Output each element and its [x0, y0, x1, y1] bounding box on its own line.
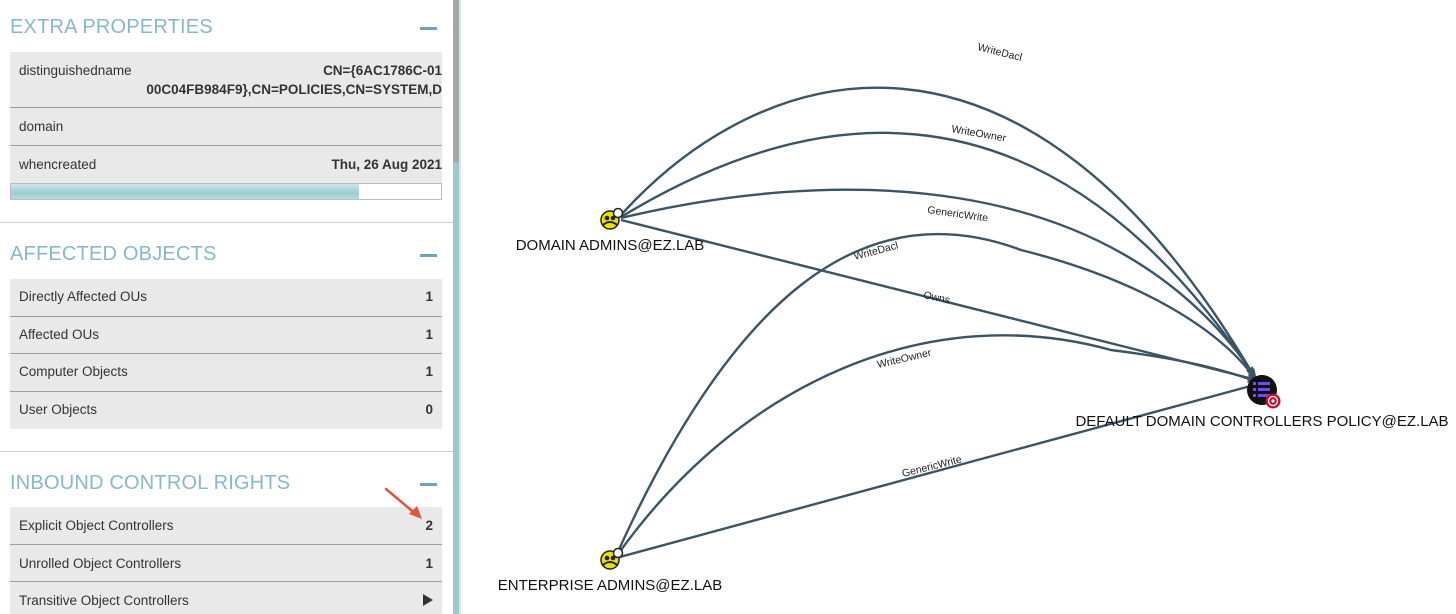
divider — [0, 222, 453, 223]
inbound-control-rights-header[interactable]: INBOUND CONTROL RIGHTS — [0, 456, 453, 502]
extra-properties-table: distinguishedname CN={6AC1786C-01 00C04F… — [10, 52, 442, 184]
property-label: distinguishedname — [19, 63, 132, 78]
scrollbar-thumb[interactable] — [11, 184, 360, 199]
highvalue-badge-icon — [612, 547, 624, 559]
row-label: Explicit Object Controllers — [19, 518, 174, 533]
edge-label: GenericWrite — [901, 453, 963, 479]
edge-label: Owns — [922, 289, 951, 306]
graph-edge[interactable] — [614, 334, 1259, 559]
group-node-domain-admins[interactable]: DOMAIN ADMINS@EZ.LAB — [516, 207, 705, 255]
collapse-icon[interactable] — [420, 27, 437, 30]
property-row: whencreated Thu, 26 Aug 2021 — [10, 146, 442, 184]
property-row: domain — [10, 108, 442, 146]
inbound-control-rights-table: Explicit Object Controllers 2 Unrolled O… — [10, 507, 442, 614]
row-label: Computer Objects — [19, 364, 128, 379]
affected-objects-header[interactable]: AFFECTED OBJECTS — [0, 227, 453, 273]
count-row[interactable]: Unrolled Object Controllers 1 — [10, 545, 442, 582]
graph-edge[interactable] — [614, 232, 1258, 558]
scrollbar-thumb[interactable] — [453, 0, 459, 162]
panel-edge — [459, 0, 461, 614]
gpo-node[interactable]: DEFAULT DOMAIN CONTROLLERS POLICY@EZ.LAB — [1075, 375, 1449, 430]
count-row[interactable]: Explicit Object Controllers 2 — [10, 507, 442, 545]
row-label: Directly Affected OUs — [19, 289, 148, 304]
row-count[interactable]: 1 — [425, 327, 433, 342]
highvalue-badge-icon — [612, 207, 624, 219]
row-label: Affected OUs — [19, 327, 100, 342]
collapse-icon[interactable] — [420, 483, 437, 486]
count-row[interactable]: Directly Affected OUs 1 — [10, 279, 442, 317]
count-row[interactable]: Transitive Object Controllers — [10, 582, 442, 614]
row-count[interactable]: 1 — [425, 556, 433, 571]
count-row[interactable]: User Objects 0 — [10, 392, 442, 429]
edges — [614, 86, 1260, 560]
node-label: ENTERPRISE ADMINS@EZ.LAB — [498, 577, 722, 594]
group-node-enterprise-admins[interactable]: ENTERPRISE ADMINS@EZ.LAB — [498, 547, 722, 595]
edge-label: WriteDacl — [976, 41, 1023, 64]
horizontal-scrollbar[interactable] — [10, 183, 442, 200]
count-row[interactable]: Computer Objects 1 — [10, 354, 442, 392]
section-title: AFFECTED OBJECTS — [10, 243, 217, 265]
graph-edge[interactable] — [619, 86, 1256, 378]
collapse-icon[interactable] — [420, 254, 437, 257]
row-count[interactable]: 0 — [425, 402, 433, 417]
node-label: DOMAIN ADMINS@EZ.LAB — [516, 237, 705, 254]
annotation-arrow-icon — [384, 487, 422, 519]
expand-arrow-icon[interactable] — [423, 594, 433, 606]
row-count[interactable]: 1 — [425, 289, 433, 304]
row-label: User Objects — [19, 402, 98, 417]
row-count[interactable]: 2 — [425, 518, 433, 533]
edge-label: WriteOwner — [876, 347, 933, 371]
affected-objects-table: Directly Affected OUs 1 Affected OUs 1 C… — [10, 279, 442, 429]
graph-canvas[interactable]: WriteDacl WriteOwner GenericWrite Owns W… — [461, 0, 1456, 614]
property-label: domain — [19, 119, 64, 134]
property-value-continued: 00C04FB984F9},CN=POLICIES,CN=SYSTEM,D — [146, 82, 442, 97]
vertical-scrollbar[interactable] — [453, 0, 459, 614]
property-row: distinguishedname CN={6AC1786C-01 00C04F… — [10, 52, 442, 108]
divider — [0, 451, 453, 452]
edge-label: GenericWrite — [927, 204, 989, 224]
row-label: Transitive Object Controllers — [19, 593, 189, 608]
graph-edge[interactable] — [619, 188, 1258, 380]
row-label: Unrolled Object Controllers — [19, 556, 182, 571]
node-label: DEFAULT DOMAIN CONTROLLERS POLICY@EZ.LAB — [1075, 413, 1448, 430]
edge-labels: WriteDacl WriteOwner GenericWrite Owns W… — [853, 41, 1023, 480]
section-title: INBOUND CONTROL RIGHTS — [10, 472, 291, 494]
extra-properties-header[interactable]: EXTRA PROPERTIES — [0, 0, 453, 46]
row-count[interactable]: 1 — [425, 364, 433, 379]
section-title: EXTRA PROPERTIES — [10, 16, 213, 38]
property-value: Thu, 26 Aug 2021 — [331, 157, 442, 172]
property-label: whencreated — [19, 157, 97, 172]
property-value: CN={6AC1786C-01 — [323, 63, 442, 78]
sidebar-panel: EXTRA PROPERTIES distinguishedname CN={6… — [0, 0, 453, 614]
count-row[interactable]: Affected OUs 1 — [10, 317, 442, 354]
